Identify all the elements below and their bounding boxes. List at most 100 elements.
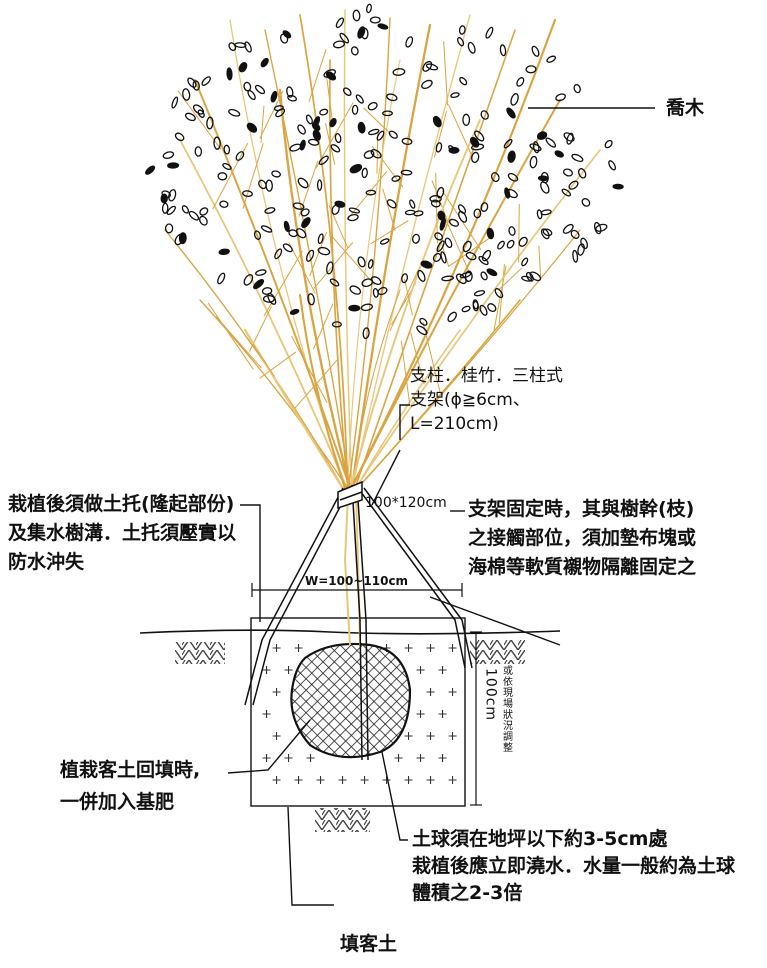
branch [346,17,391,496]
twig [382,188,396,231]
leaf [448,218,460,227]
leaf [332,40,346,49]
leaf [289,308,300,315]
leaf [542,228,553,237]
leaf [436,240,445,253]
soil-mark [416,666,425,674]
leaf [444,237,453,249]
twig [298,160,319,217]
leaf [194,146,203,157]
twig [291,335,328,403]
soil-mark [306,754,315,762]
twig [288,242,316,294]
leaf [350,46,359,56]
leaf [478,255,489,266]
leaf [279,33,289,44]
leaf [561,188,572,197]
leaf [368,128,380,136]
label-support-size: 100*120cm [365,495,447,511]
leaf [255,269,267,276]
leaf [581,198,591,207]
branch [346,59,401,496]
leaf [292,202,305,210]
twig [207,302,254,370]
leaf [297,124,306,135]
twig [177,90,222,150]
soil-mark [338,776,347,784]
leaf [471,143,485,151]
branch [298,293,349,497]
twig [538,245,542,276]
soil-mark [404,776,413,784]
label-tree: 喬木 [666,97,705,119]
branch [349,23,432,497]
label-fix-3: 海棉等軟質襯物隔離固定之 [468,556,697,578]
leaf [271,170,281,178]
label-depth: 100cm [482,668,499,722]
soil-mark [448,688,457,696]
leaf [187,77,197,88]
soil-mark [426,732,435,740]
leaf [441,275,455,282]
leaf [289,143,302,152]
leaf [420,260,433,269]
planting-pit [250,617,466,807]
leaf [386,199,397,209]
leaf [401,137,413,146]
leaf [161,190,172,199]
leaf [462,240,472,253]
twig [400,340,411,406]
leaf [376,130,385,141]
leaf [234,42,247,48]
leaf [295,228,307,239]
twig [242,143,264,209]
label-pit-width: W=100~110cm [305,574,409,588]
leaf [317,246,331,256]
leaf [164,223,174,234]
twig [252,344,275,377]
soil-mark [284,754,293,762]
dimension-lines [251,583,482,806]
leaf [311,122,321,132]
twig [444,217,470,272]
leaf [219,200,229,208]
leaf [480,271,488,281]
leaf [439,217,446,231]
soil-mark [394,754,403,762]
leaf [217,172,228,181]
twig [404,278,413,316]
leaf [217,272,226,285]
leaf [555,93,566,102]
leaf [507,150,516,163]
twig [443,41,449,106]
leaf [329,117,337,128]
leaf [348,304,361,312]
leaf [264,207,276,214]
leaf [432,115,442,128]
leaf [485,26,494,39]
leaf [508,226,516,236]
leaf [401,273,409,284]
leaf [464,270,473,283]
leaf [479,304,488,316]
leaf [404,209,416,216]
leaf [570,229,580,239]
leaf [486,268,498,277]
soil-mark [294,644,303,652]
leaf [171,96,179,109]
leaf [362,327,370,340]
leaf [199,207,209,216]
leaf [480,202,489,213]
leaf [595,223,608,232]
leaf [253,230,262,241]
leaf [181,205,190,214]
leaf [339,32,350,44]
leaf [435,142,443,153]
soil-mark [316,776,325,784]
leaf [301,217,311,229]
twig [263,250,303,317]
leaf [247,89,256,101]
leaf [545,137,557,148]
twig [448,104,472,155]
